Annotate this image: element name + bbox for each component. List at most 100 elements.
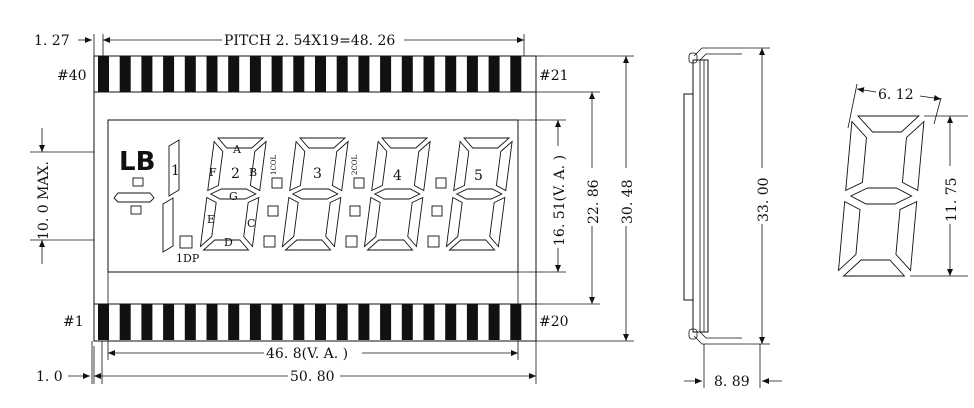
dim-inner-height: 22. 86 [586,179,602,224]
colon-dot-lower-3 [431,205,443,217]
top-pin [293,56,305,92]
digit2-segment-d [202,239,250,251]
side-view: 33. 00 8. 89 [683,47,782,390]
decimal-point-label: 1DP [176,252,200,265]
bottom-pin [466,304,478,340]
bottom-pin [249,304,261,340]
digit-number-2: 2 [231,166,240,182]
digit1-upper-bar [168,139,180,197]
digit3-segment-g [291,188,339,200]
digit-number-1: 1 [171,163,180,179]
detail-segment-b [901,120,925,192]
bottom-pin [510,304,522,340]
digit2-segment-b [249,140,267,192]
dim-max-thickness: 10. 0 MAX. [36,161,52,240]
dim-left-offset-bottom: 1. 0 [36,369,63,385]
colon-label-1: 1COL [270,154,278,175]
digit2-segment-f [207,140,224,192]
detail-segment-f [845,120,867,192]
digit2-segment-a [217,137,265,149]
decimal-point-1 [179,235,193,249]
pin-label-bottom-left: #1 [63,314,84,330]
top-pin [358,56,370,92]
segment-label-c: C [247,217,255,230]
digit4-segment-e [363,196,381,248]
colon-dot-upper-1 [271,177,283,189]
dim-pitch: PITCH 2. 54X19=48. 26 [224,33,395,49]
segment-label-f: F [209,166,217,179]
bottom-pin [163,304,175,340]
dim-total-width: 50. 80 [290,369,335,385]
digit-number-3: 3 [313,166,322,182]
bottom-pin [141,304,153,340]
top-pin [228,56,240,92]
detail-segment-d [842,259,906,277]
top-pin [184,56,196,92]
bottom-pin [206,304,218,340]
bottom-pin [293,304,305,340]
bottom-pin-strip [98,304,522,340]
top-pin [380,56,392,92]
digit5-segment-e [445,196,463,248]
dim-digit-height: 11. 75 [944,177,960,222]
detail-segment-a [856,115,920,133]
segment-label-g: G [229,190,238,203]
digit4-segment-a [381,137,429,149]
top-pin [119,56,131,92]
top-pin [141,56,153,92]
colon-dot-upper-2 [353,177,365,189]
segment-label-b: B [249,166,257,179]
digit5-segment-c [489,196,506,248]
digit4-segment-c [407,196,424,248]
viewing-area [107,119,519,273]
detail-segment-g [849,187,913,205]
dim-left-offset-top: 1. 27 [34,33,70,49]
top-pin [271,56,283,92]
bottom-pin [488,304,500,340]
top-pin [488,56,500,92]
pin-label-bottom-right: #20 [539,314,569,330]
bottom-pin [98,304,109,340]
bottom-pin [380,304,392,340]
bottom-pin [401,304,413,340]
low-battery-indicator: LB [119,147,155,177]
top-pin [336,56,348,92]
side-glass [683,93,694,301]
colon-dot-lower-1 [267,205,279,217]
top-pin [206,56,218,92]
digit-detail-segments [837,115,925,277]
digit4-segment-b [413,140,431,192]
digit3-segment-a [299,137,347,149]
dim-digit-width: 6. 12 [878,87,914,103]
digit5-segment-f [453,140,470,192]
top-pin [249,56,261,92]
top-pin [98,56,109,92]
digit-number-4: 4 [393,168,402,184]
bottom-pin [423,304,435,340]
bottom-pin [271,304,283,340]
digit2-segment-g [209,188,257,200]
segment-label-a: A [232,143,242,156]
decimal-point-4 [427,235,440,248]
digit2-segment-e [199,196,217,248]
segment-label-d: D [224,236,233,249]
top-pin [401,56,413,92]
digit3-segment-b [331,140,349,192]
side-top-pin-lower [699,53,742,61]
digit5-segment-a [463,137,511,149]
top-pin [163,56,175,92]
decimal-point-3 [345,235,358,248]
digit4-segment-d [366,239,414,251]
front-view: #40 #21 #1 #20 1. 27 PITCH 2. 54X19=48. … [30,33,636,385]
dim-side-depth: 8. 89 [714,374,750,390]
segment-label-e: E [207,213,215,226]
side-bottom-pin-lower [699,331,742,339]
dim-side-height: 33. 00 [756,177,772,222]
side-body [692,59,709,333]
digit4-segment-g [373,188,421,200]
bottom-pin [119,304,131,340]
minus-sign [113,192,155,203]
side-bottom-pin-upper [693,335,742,345]
